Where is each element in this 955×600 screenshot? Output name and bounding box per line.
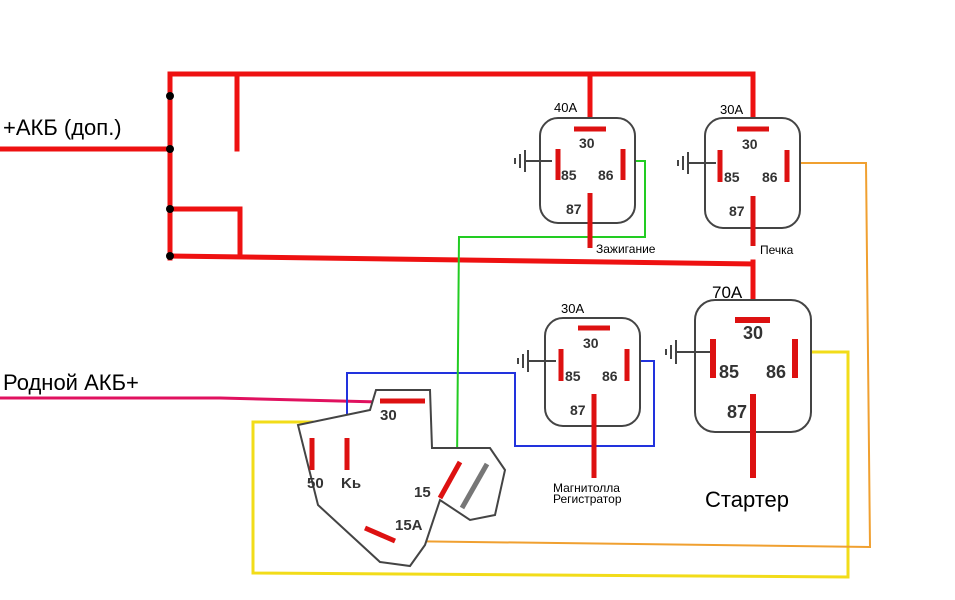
pin-86-label: 86 xyxy=(762,169,778,185)
relay-load-label: Зажигание xyxy=(596,242,656,256)
ground-icon xyxy=(517,350,556,372)
relay-rating: 30A xyxy=(720,102,743,117)
pin-87-label: 87 xyxy=(570,402,586,418)
radio-control-wire xyxy=(346,360,655,470)
relay-radio: 30A 30 85 86 87 Магнитолла Регистратор xyxy=(517,301,641,506)
ground-icon xyxy=(665,340,710,364)
power-bus xyxy=(0,71,756,305)
relay-rating: 40A xyxy=(554,100,577,115)
relay-load-label: Стартер xyxy=(705,487,789,512)
switch-pins xyxy=(309,398,463,544)
relay-load-label-1: Магнитолла xyxy=(553,481,620,495)
relay-load-label-2: Регистратор xyxy=(553,492,622,506)
aux-battery-label: +АКБ (доп.) xyxy=(3,115,122,140)
pin-87-label: 87 xyxy=(566,201,582,217)
relay-rating: 70A xyxy=(712,283,743,302)
terminal-15a-label: 15A xyxy=(395,517,423,534)
main-battery-wire xyxy=(0,396,381,404)
pin-30-label: 30 xyxy=(743,323,763,343)
relay-pins xyxy=(558,325,630,478)
relay-starter: 70A 30 85 86 87 Стартер xyxy=(665,283,812,512)
relay-ignition: 40A 30 85 86 87 Зажигание xyxy=(514,100,656,256)
terminal-30-label: 30 xyxy=(380,407,397,424)
ignition-switch: 30 50 Kь 15 15A xyxy=(296,389,507,568)
ground-icon xyxy=(677,152,716,174)
relay-rating: 30A xyxy=(561,301,584,316)
pin-85-label: 85 xyxy=(565,368,581,384)
pin-87-label: 87 xyxy=(729,203,745,219)
ignition-control-wire xyxy=(456,160,646,465)
pin-30-label: 30 xyxy=(742,136,758,152)
pin-85-label: 85 xyxy=(561,167,577,183)
pin-85-label: 85 xyxy=(719,362,739,382)
pin-86-label: 86 xyxy=(602,368,618,384)
pin-85-label: 85 xyxy=(724,169,740,185)
pin-86-label: 86 xyxy=(766,362,786,382)
relay-pins xyxy=(555,126,626,248)
main-battery-label: Родной АКБ+ xyxy=(3,370,139,395)
relay-load-label: Печка xyxy=(760,243,794,257)
pin-30-label: 30 xyxy=(583,335,599,351)
switch-body xyxy=(296,389,507,568)
ground-icon xyxy=(514,150,552,172)
heater-control-wire xyxy=(394,162,872,549)
switch-terminal-grey xyxy=(459,462,490,510)
terminal-kb-label: Kь xyxy=(341,475,361,492)
relay-pins xyxy=(710,317,798,478)
relay-heater: 30A 30 85 86 87 Печка xyxy=(677,102,801,257)
pin-30-label: 30 xyxy=(579,135,595,151)
terminal-50-label: 50 xyxy=(307,475,324,492)
relay-pins xyxy=(717,126,790,246)
pin-86-label: 86 xyxy=(598,167,614,183)
terminal-15-label: 15 xyxy=(414,484,431,501)
bus-junctions xyxy=(166,92,174,260)
pin-87-label: 87 xyxy=(727,402,747,422)
